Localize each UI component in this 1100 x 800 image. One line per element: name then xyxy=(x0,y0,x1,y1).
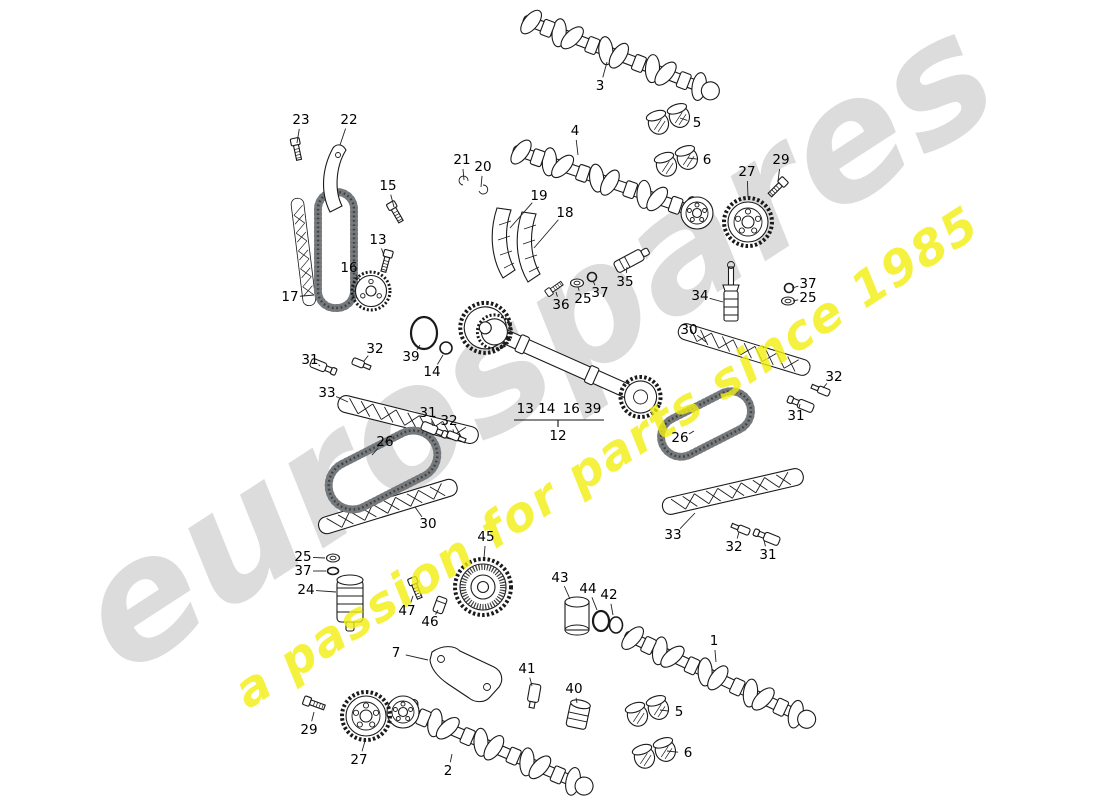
clip-21 xyxy=(458,175,469,186)
part-label-25-42[interactable]: 25 xyxy=(294,549,312,565)
part-label-15-2[interactable]: 15 xyxy=(379,178,397,194)
part-label-32-36[interactable]: 32 xyxy=(825,369,843,385)
part-label-33-28[interactable]: 33 xyxy=(318,385,336,401)
tensioner-blade-18 xyxy=(516,211,541,283)
part-label-27-11[interactable]: 27 xyxy=(738,164,756,180)
part-label-3-8[interactable]: 3 xyxy=(595,78,605,94)
part-label-47-46[interactable]: 47 xyxy=(398,603,416,619)
bracket-7 xyxy=(429,646,503,703)
part-label-37-21[interactable]: 37 xyxy=(799,276,817,292)
ring-42 xyxy=(608,616,624,634)
part-label-32-31[interactable]: 32 xyxy=(440,413,458,429)
seal-ring-39 xyxy=(409,315,439,351)
part-label-43-49[interactable]: 43 xyxy=(551,570,569,586)
sprocket-16 xyxy=(350,270,392,312)
part-label-32-39[interactable]: 32 xyxy=(725,539,743,555)
part-label-37-43[interactable]: 37 xyxy=(294,563,312,579)
part-label-30-23[interactable]: 30 xyxy=(680,322,698,338)
part-label-16-39-33[interactable]: 16 39 xyxy=(562,401,602,417)
leader-lines xyxy=(296,61,828,763)
chain-tensioner-34 xyxy=(722,261,740,322)
timing-chain-26-right xyxy=(657,387,755,461)
tensioner-35 xyxy=(613,247,650,273)
part-label-2-59[interactable]: 2 xyxy=(443,763,453,779)
part-label-26-29[interactable]: 26 xyxy=(376,434,394,450)
part-label-42-51[interactable]: 42 xyxy=(600,587,618,603)
bushing-43 xyxy=(564,596,590,636)
part-label-32-25[interactable]: 32 xyxy=(366,341,384,357)
spacer-46 xyxy=(432,595,448,615)
part-label-22-1[interactable]: 22 xyxy=(340,112,358,128)
oring-14 xyxy=(439,341,453,355)
tensioner-40 xyxy=(565,699,591,730)
part-label-34-20[interactable]: 34 xyxy=(691,288,709,304)
oring-37 xyxy=(586,271,598,283)
tensioner-blade-19 xyxy=(491,207,516,279)
part-label-29-12[interactable]: 29 xyxy=(772,152,790,168)
part-label-19-5[interactable]: 19 xyxy=(530,188,548,204)
part-label-13-13[interactable]: 13 xyxy=(369,232,387,248)
part-label-40-53[interactable]: 40 xyxy=(565,681,583,697)
part-label-41-52[interactable]: 41 xyxy=(518,661,536,677)
part-label-12-34[interactable]: 12 xyxy=(549,428,567,444)
part-label-24-44[interactable]: 24 xyxy=(297,582,315,598)
part-label-6-10[interactable]: 6 xyxy=(702,152,712,168)
part-label-17-15[interactable]: 17 xyxy=(281,289,299,305)
part-label-5-55[interactable]: 5 xyxy=(674,704,684,720)
gear-45 xyxy=(453,557,513,617)
part-label-16-14[interactable]: 16 xyxy=(340,260,358,276)
part-label-45-45[interactable]: 45 xyxy=(477,529,495,545)
part-label-37-18[interactable]: 37 xyxy=(591,285,609,301)
part-label-4-7[interactable]: 4 xyxy=(570,123,580,139)
part-label-31-24[interactable]: 31 xyxy=(301,352,319,368)
tensioner-blade-22 xyxy=(322,144,347,213)
clip-20 xyxy=(478,184,489,195)
part-label-31-30[interactable]: 31 xyxy=(419,405,437,421)
part-label-29-57[interactable]: 29 xyxy=(300,722,318,738)
part-label-5-9[interactable]: 5 xyxy=(692,115,702,131)
part-label-6-56[interactable]: 6 xyxy=(683,745,693,761)
tensioner-24 xyxy=(336,574,364,632)
part-label-35-19[interactable]: 35 xyxy=(616,274,634,290)
part-label-14-27[interactable]: 14 xyxy=(423,364,441,380)
ring-44 xyxy=(591,609,611,633)
part-label-21-3[interactable]: 21 xyxy=(453,152,471,168)
part-label-25-22[interactable]: 25 xyxy=(799,290,817,306)
part-label-44-50[interactable]: 44 xyxy=(579,581,597,597)
part-label-1-54[interactable]: 1 xyxy=(709,633,719,649)
part-label-33-38[interactable]: 33 xyxy=(664,527,682,543)
assembly-bracket xyxy=(514,419,604,427)
valve-41 xyxy=(527,683,542,709)
part-label-46-47[interactable]: 46 xyxy=(421,614,439,630)
part-label-30-41[interactable]: 30 xyxy=(419,516,437,532)
timing-chain-26-left xyxy=(324,426,442,514)
part-label-31-37[interactable]: 31 xyxy=(787,408,805,424)
intermediate-shaft-12 xyxy=(458,300,663,419)
part-label-26-35[interactable]: 26 xyxy=(671,430,689,446)
part-label-20-4[interactable]: 20 xyxy=(474,159,492,175)
part-label-25-17[interactable]: 25 xyxy=(574,291,592,307)
part-label-23-0[interactable]: 23 xyxy=(292,112,310,128)
part-label-7-48[interactable]: 7 xyxy=(391,645,401,661)
part-label-27-58[interactable]: 27 xyxy=(350,752,368,768)
part-label-36-16[interactable]: 36 xyxy=(552,297,570,313)
part-label-39-26[interactable]: 39 xyxy=(402,349,420,365)
part-label-13-14-32[interactable]: 13 14 xyxy=(516,401,556,417)
oring-37-bottom xyxy=(326,566,340,576)
part-label-31-40[interactable]: 31 xyxy=(759,547,777,563)
part-label-18-6[interactable]: 18 xyxy=(556,205,574,221)
